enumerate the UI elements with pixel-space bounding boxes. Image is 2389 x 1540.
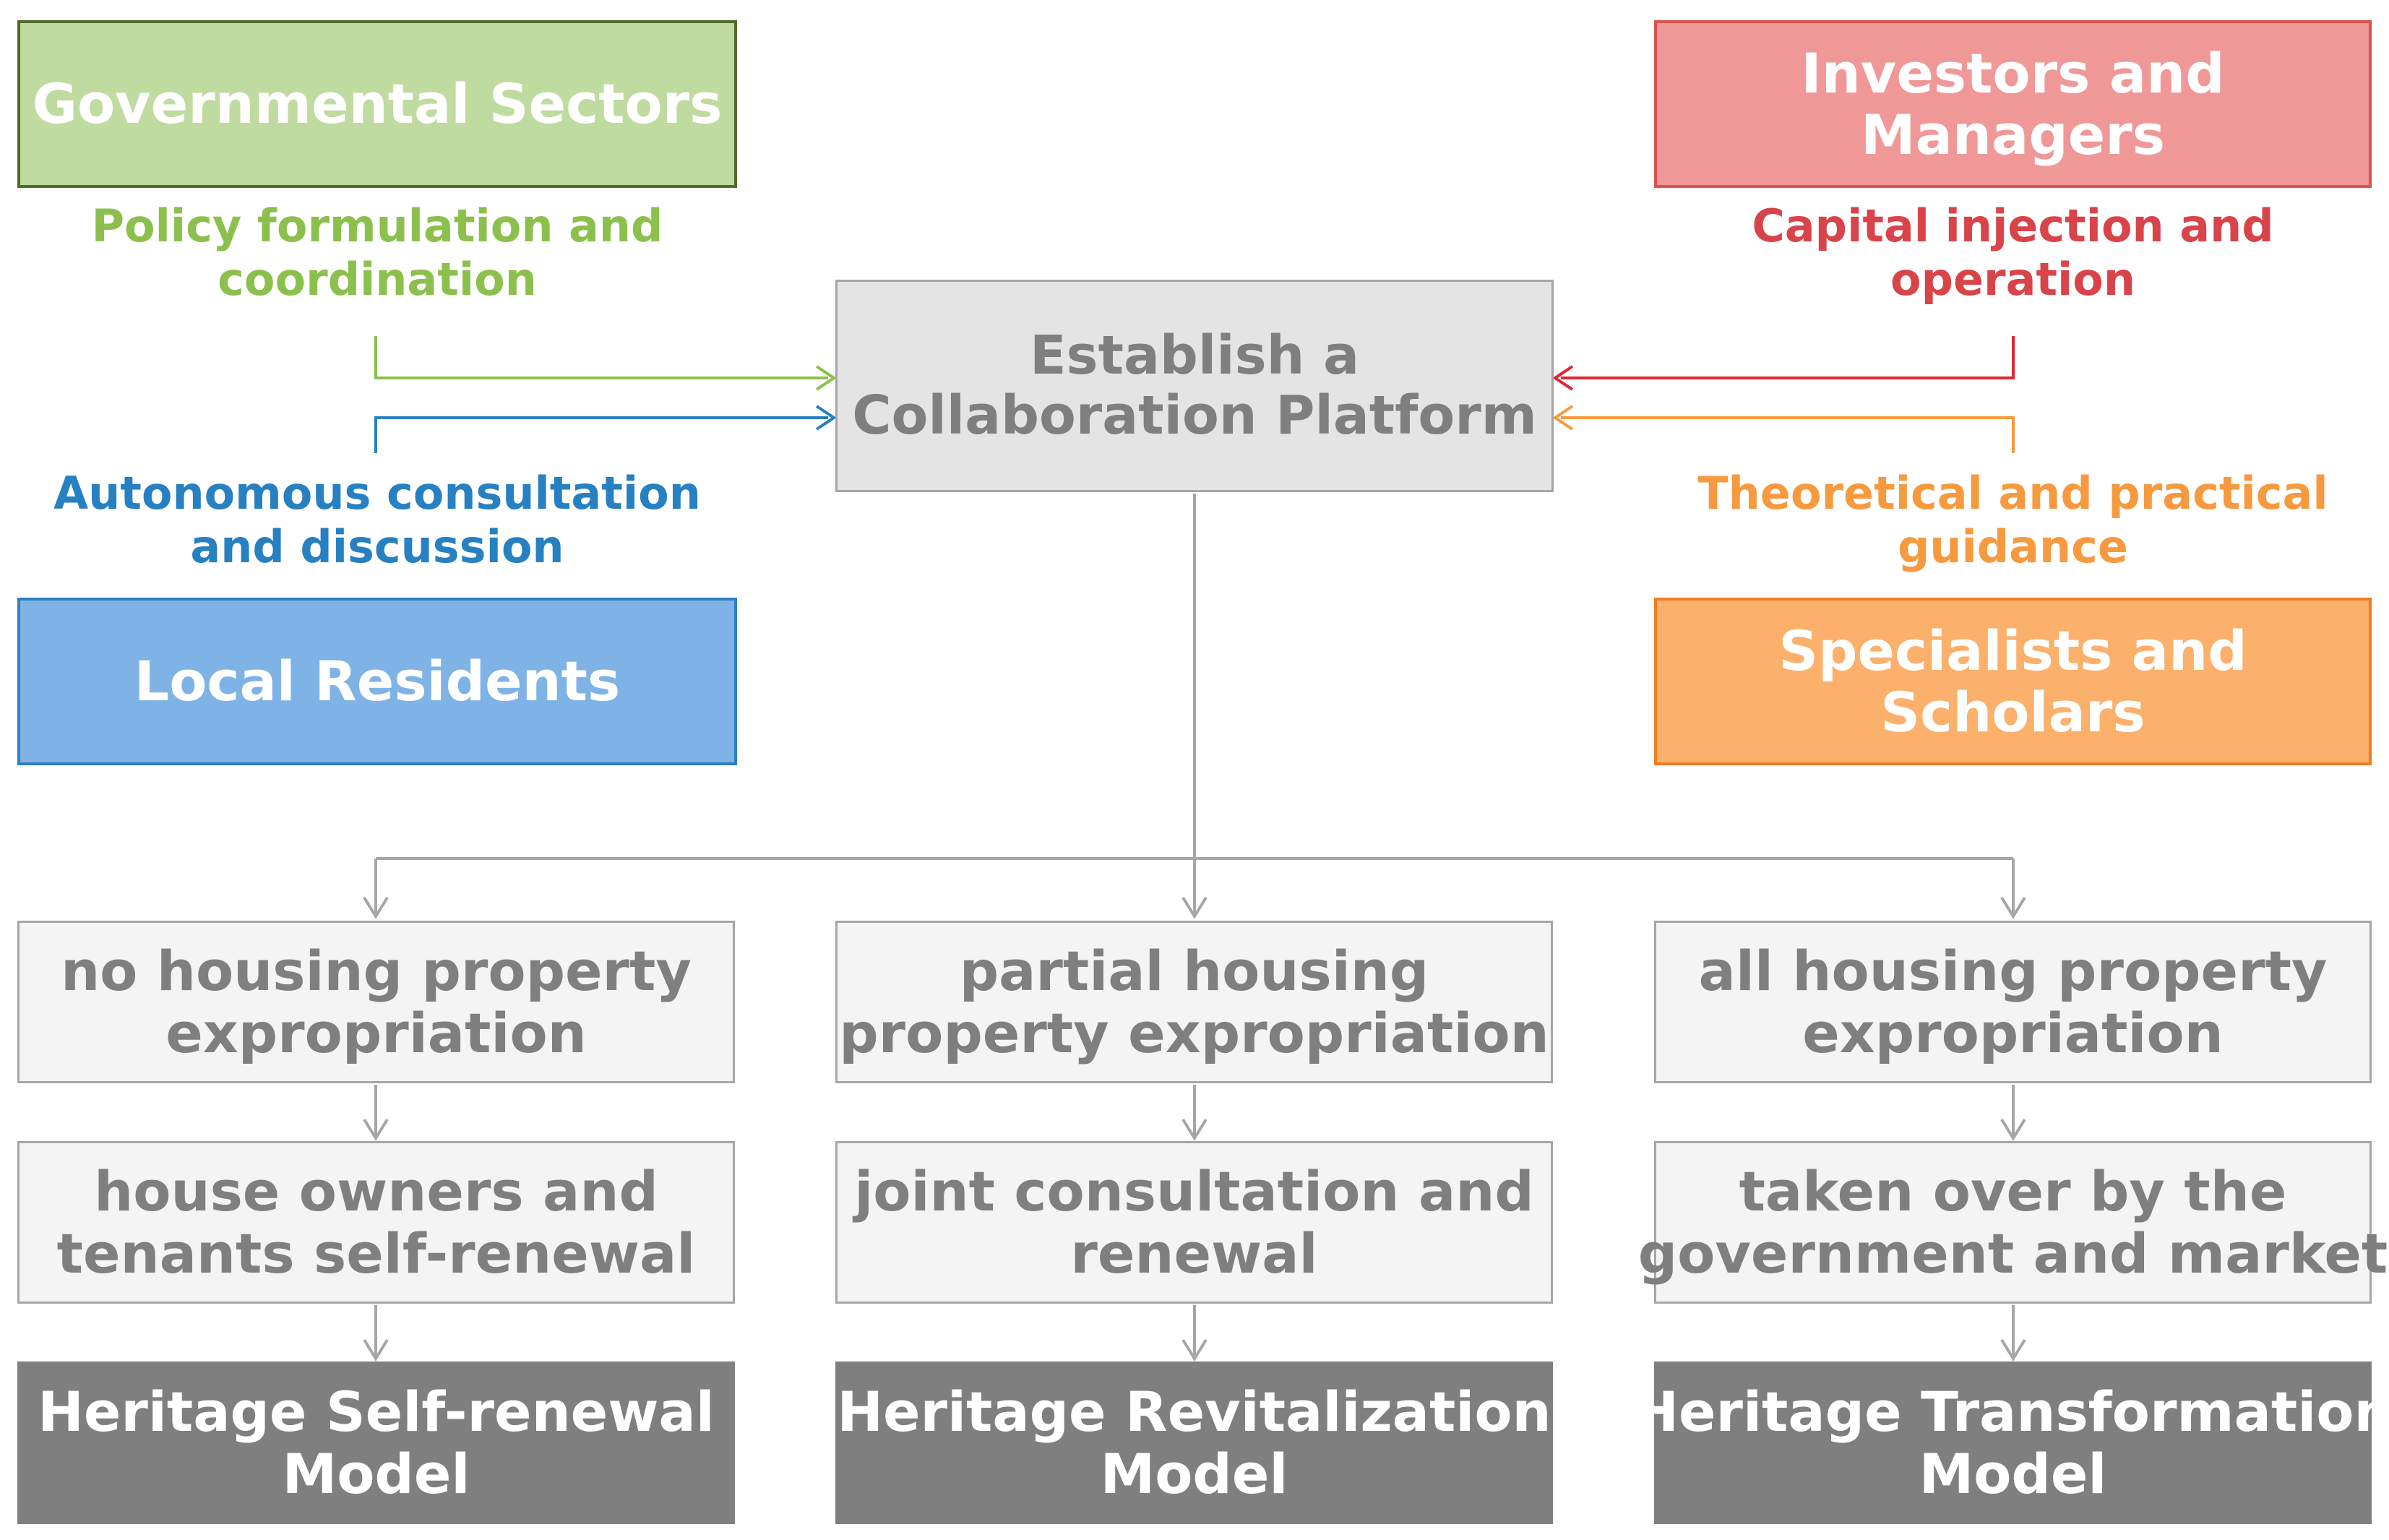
arrowhead-act-model-2: [1181, 1338, 1208, 1362]
action-box-joint-consultation: joint consultation and renewal: [835, 1141, 1553, 1304]
model-line-2: Model: [282, 1441, 470, 1506]
action-line-2: tenants self-renewal: [56, 1221, 696, 1286]
action-line-1: joint consultation and: [854, 1159, 1534, 1224]
arrowhead-cond-act-2: [1181, 1118, 1208, 1141]
investors-role-line-2: operation: [1890, 253, 2136, 306]
action-line-1: taken over by the: [1739, 1159, 2287, 1224]
government-role-label: Policy formulation and coordination: [17, 199, 737, 307]
condition-line-2: property expropriation: [839, 1000, 1549, 1065]
investors-role-label: Capital injection and operation: [1654, 199, 2372, 307]
condition-line-1: all housing property: [1698, 939, 2328, 1004]
government-role-line-2: coordination: [218, 253, 537, 306]
arrowhead-residents: [815, 405, 837, 431]
governmental-sectors-box: Governmental Sectors: [17, 20, 737, 188]
action-box-taken-over: taken over by the government and market: [1638, 1141, 2388, 1304]
arrowhead-specialists: [1552, 405, 1574, 431]
action-line-2: government and market: [1637, 1221, 2388, 1286]
condition-box-no-expropriation: no housing property expropriation: [17, 921, 735, 1083]
specialists-role-line-1: Theoretical and practical: [1697, 467, 2328, 520]
arrowhead-act-model-3: [2000, 1338, 2026, 1362]
model-line-1: Heritage Revitalization: [837, 1380, 1551, 1445]
arrowhead-branch-2: [1181, 896, 1208, 919]
condition-line-1: partial housing: [959, 939, 1429, 1004]
residents-role-line-2: and discussion: [190, 520, 564, 574]
model-box-self-renewal: Heritage Self-renewal Model: [17, 1362, 735, 1524]
arrowhead-branch-1: [363, 896, 389, 919]
connector-residents: [374, 416, 828, 453]
connector-government: [374, 336, 828, 379]
residents-role-label: Autonomous consultation and discussion: [17, 467, 737, 575]
specialists-scholars-box: Specialists and Scholars: [1654, 598, 2372, 765]
arrowhead-government: [815, 365, 837, 391]
governmental-sectors-title: Governmental Sectors: [32, 72, 723, 137]
investors-role-line-1: Capital injection and: [1752, 199, 2274, 252]
residents-role-line-1: Autonomous consultation: [53, 467, 701, 520]
platform-title-line-2: Collaboration Platform: [852, 384, 1537, 447]
action-box-self-renewal: house owners and tenants self-renewal: [17, 1141, 735, 1304]
arrowhead-cond-act-1: [363, 1118, 389, 1141]
connector-investors: [1561, 336, 2015, 379]
investors-managers-title-line-2: Managers: [1861, 103, 2165, 167]
government-role-line-1: Policy formulation and: [91, 199, 663, 252]
investors-managers-title-line-1: Investors and: [1801, 40, 2225, 106]
specialists-role-label: Theoretical and practical guidance: [1654, 467, 2372, 575]
connector-specialists: [1561, 416, 2015, 453]
model-line-2: Model: [1100, 1441, 1288, 1506]
specialists-scholars-title-line-1: Specialists and: [1778, 618, 2247, 683]
model-line-1: Heritage Transformation: [1632, 1380, 2389, 1445]
local-residents-title: Local Residents: [134, 649, 621, 714]
collaboration-platform-box: Establish a Collaboration Platform: [835, 280, 1554, 492]
action-line-2: renewal: [1070, 1221, 1318, 1286]
condition-box-all-expropriation: all housing property expropriation: [1654, 921, 2372, 1083]
arrowhead-act-model-1: [363, 1338, 389, 1362]
condition-line-1: no housing property: [61, 939, 692, 1004]
model-line-2: Model: [1919, 1441, 2107, 1506]
model-box-revitalization: Heritage Revitalization Model: [835, 1362, 1553, 1524]
arrowhead-cond-act-3: [2000, 1118, 2026, 1141]
model-box-transformation: Heritage Transformation Model: [1632, 1362, 2389, 1524]
investors-managers-box: Investors and Managers: [1654, 20, 2372, 188]
arrowhead-investors: [1552, 365, 1574, 391]
specialists-scholars-title-line-2: Scholars: [1880, 680, 2145, 744]
condition-line-2: expropriation: [165, 1000, 587, 1065]
specialists-role-line-2: guidance: [1898, 520, 2128, 574]
condition-line-2: expropriation: [1802, 1000, 2224, 1065]
action-line-1: house owners and: [94, 1159, 658, 1224]
platform-title-line-1: Establish a: [1029, 324, 1360, 387]
arrowhead-branch-3: [2000, 896, 2026, 919]
condition-box-partial-expropriation: partial housing property expropriation: [835, 921, 1553, 1083]
local-residents-box: Local Residents: [17, 598, 737, 765]
model-line-1: Heritage Self-renewal: [38, 1380, 715, 1445]
